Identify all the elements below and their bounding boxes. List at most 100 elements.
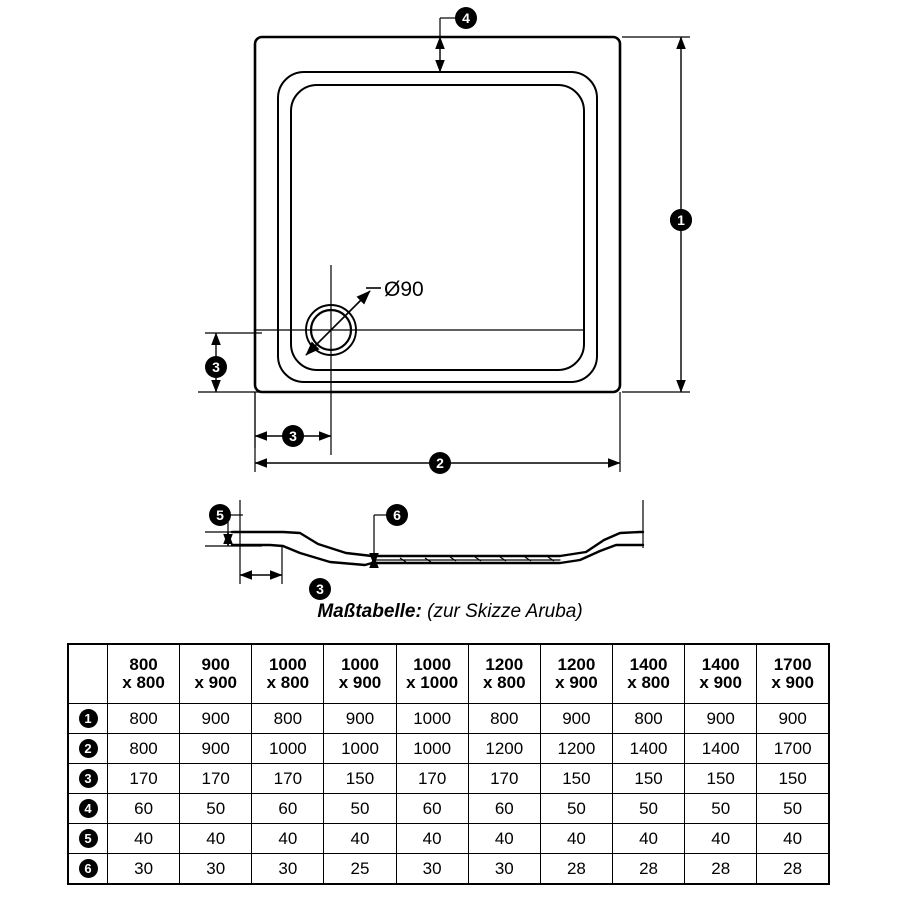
table-cell: 50 [611,793,686,824]
table-cell: 900 [323,703,397,734]
tray-profile-hatching [399,556,555,563]
table-cell: 60 [395,793,469,824]
svg-text:3: 3 [316,581,324,597]
table-title: Maßtabelle: (zur Skizze Aruba) [317,601,582,623]
table-cell: 28 [539,853,613,885]
marker-badge-3-horizontal: 3 [282,425,304,447]
svg-text:5: 5 [216,507,224,523]
column-header-line2: x 800 [483,673,526,692]
marker-badge-2: 2 [429,452,451,474]
table-cell: 50 [756,793,830,824]
table-cell: 40 [251,823,325,854]
column-header-line1: 1000 [341,655,379,675]
table-cell: 170 [106,763,181,794]
table-cell: 1000 [323,733,397,764]
table-cell: 170 [251,763,325,794]
table-cell: 40 [179,823,253,854]
row-marker-badge: 2 [78,739,98,758]
table-cell: 40 [611,823,686,854]
table-title-rest: (zur Skizze Aruba) [421,601,583,622]
row-marker-cell: 1 [67,703,108,734]
table-cell: 28 [611,853,686,885]
column-header-line2: x 800 [122,673,165,692]
column-header-line1: 1200 [485,655,524,675]
table-cell: 40 [684,823,758,854]
table-cell: 150 [539,763,613,794]
column-header-line1: 800 [129,655,158,675]
table-cell: 30 [106,853,181,885]
table-cell: 30 [395,853,469,885]
column-header-line1: 1400 [701,655,740,675]
column-header-line2: x 900 [699,673,742,692]
table-cell: 40 [756,823,830,854]
column-header-line2: x 900 [194,673,237,692]
table-cell: 40 [323,823,397,854]
column-header-line1: 1000 [268,655,307,675]
table-cell: 30 [179,853,253,885]
table-cell: 1400 [684,733,758,764]
table-cell: 1000 [395,733,469,764]
row-marker-cell: 6 [67,853,108,885]
marker-badge-6: 6 [386,504,408,526]
table-cell: 800 [611,703,686,734]
column-header-line2: x 900 [555,673,598,692]
table-title-bold: Maßtabelle: [317,601,422,622]
row-marker-badge: 4 [78,799,98,818]
table-cell: 60 [106,793,181,824]
table-cell: 900 [684,703,758,734]
svg-text:2: 2 [436,455,444,471]
svg-text:3: 3 [212,359,220,375]
table-cell: 1200 [467,733,541,764]
row-marker-badge: 6 [78,859,98,878]
table-cell: 150 [323,763,397,794]
table-cell: 28 [756,853,830,885]
table-cell: 170 [179,763,253,794]
svg-text:3: 3 [289,428,297,444]
column-header-line2: x 900 [771,673,814,692]
column-header-line1: 1700 [773,655,812,675]
column-header-line2: x 800 [627,673,670,692]
table-cell: 25 [323,853,397,885]
row-marker-cell: 2 [67,733,108,764]
table-cell: 900 [756,703,830,734]
table-cell: 800 [106,733,181,764]
table-cell: 150 [611,763,686,794]
table-cell: 170 [395,763,469,794]
svg-text:6: 6 [393,507,401,523]
row-marker-cell: 5 [67,823,108,854]
table-cell: 40 [395,823,469,854]
table-cell: 50 [179,793,253,824]
table-cell: 150 [756,763,830,794]
table-cell: 900 [179,733,253,764]
svg-text:1: 1 [677,212,685,228]
table-cell: 40 [539,823,613,854]
table-cell: 900 [179,703,253,734]
diameter-leader-line [305,290,371,356]
table-cell: 60 [251,793,325,824]
tray-basin [290,84,585,371]
table-cell: 60 [467,793,541,824]
row-marker-badge: 3 [78,769,98,788]
header-marker-cell [67,643,108,704]
table-cell: 30 [467,853,541,885]
marker-badge-4: 4 [455,7,477,29]
table-cell: 50 [539,793,613,824]
table-cell: 50 [684,793,758,824]
table-cell: 1000 [395,703,469,734]
tray-outer-edge [253,35,622,394]
table-cell: 800 [251,703,325,734]
table-cell: 170 [467,763,541,794]
table-cell: 1000 [251,733,325,764]
